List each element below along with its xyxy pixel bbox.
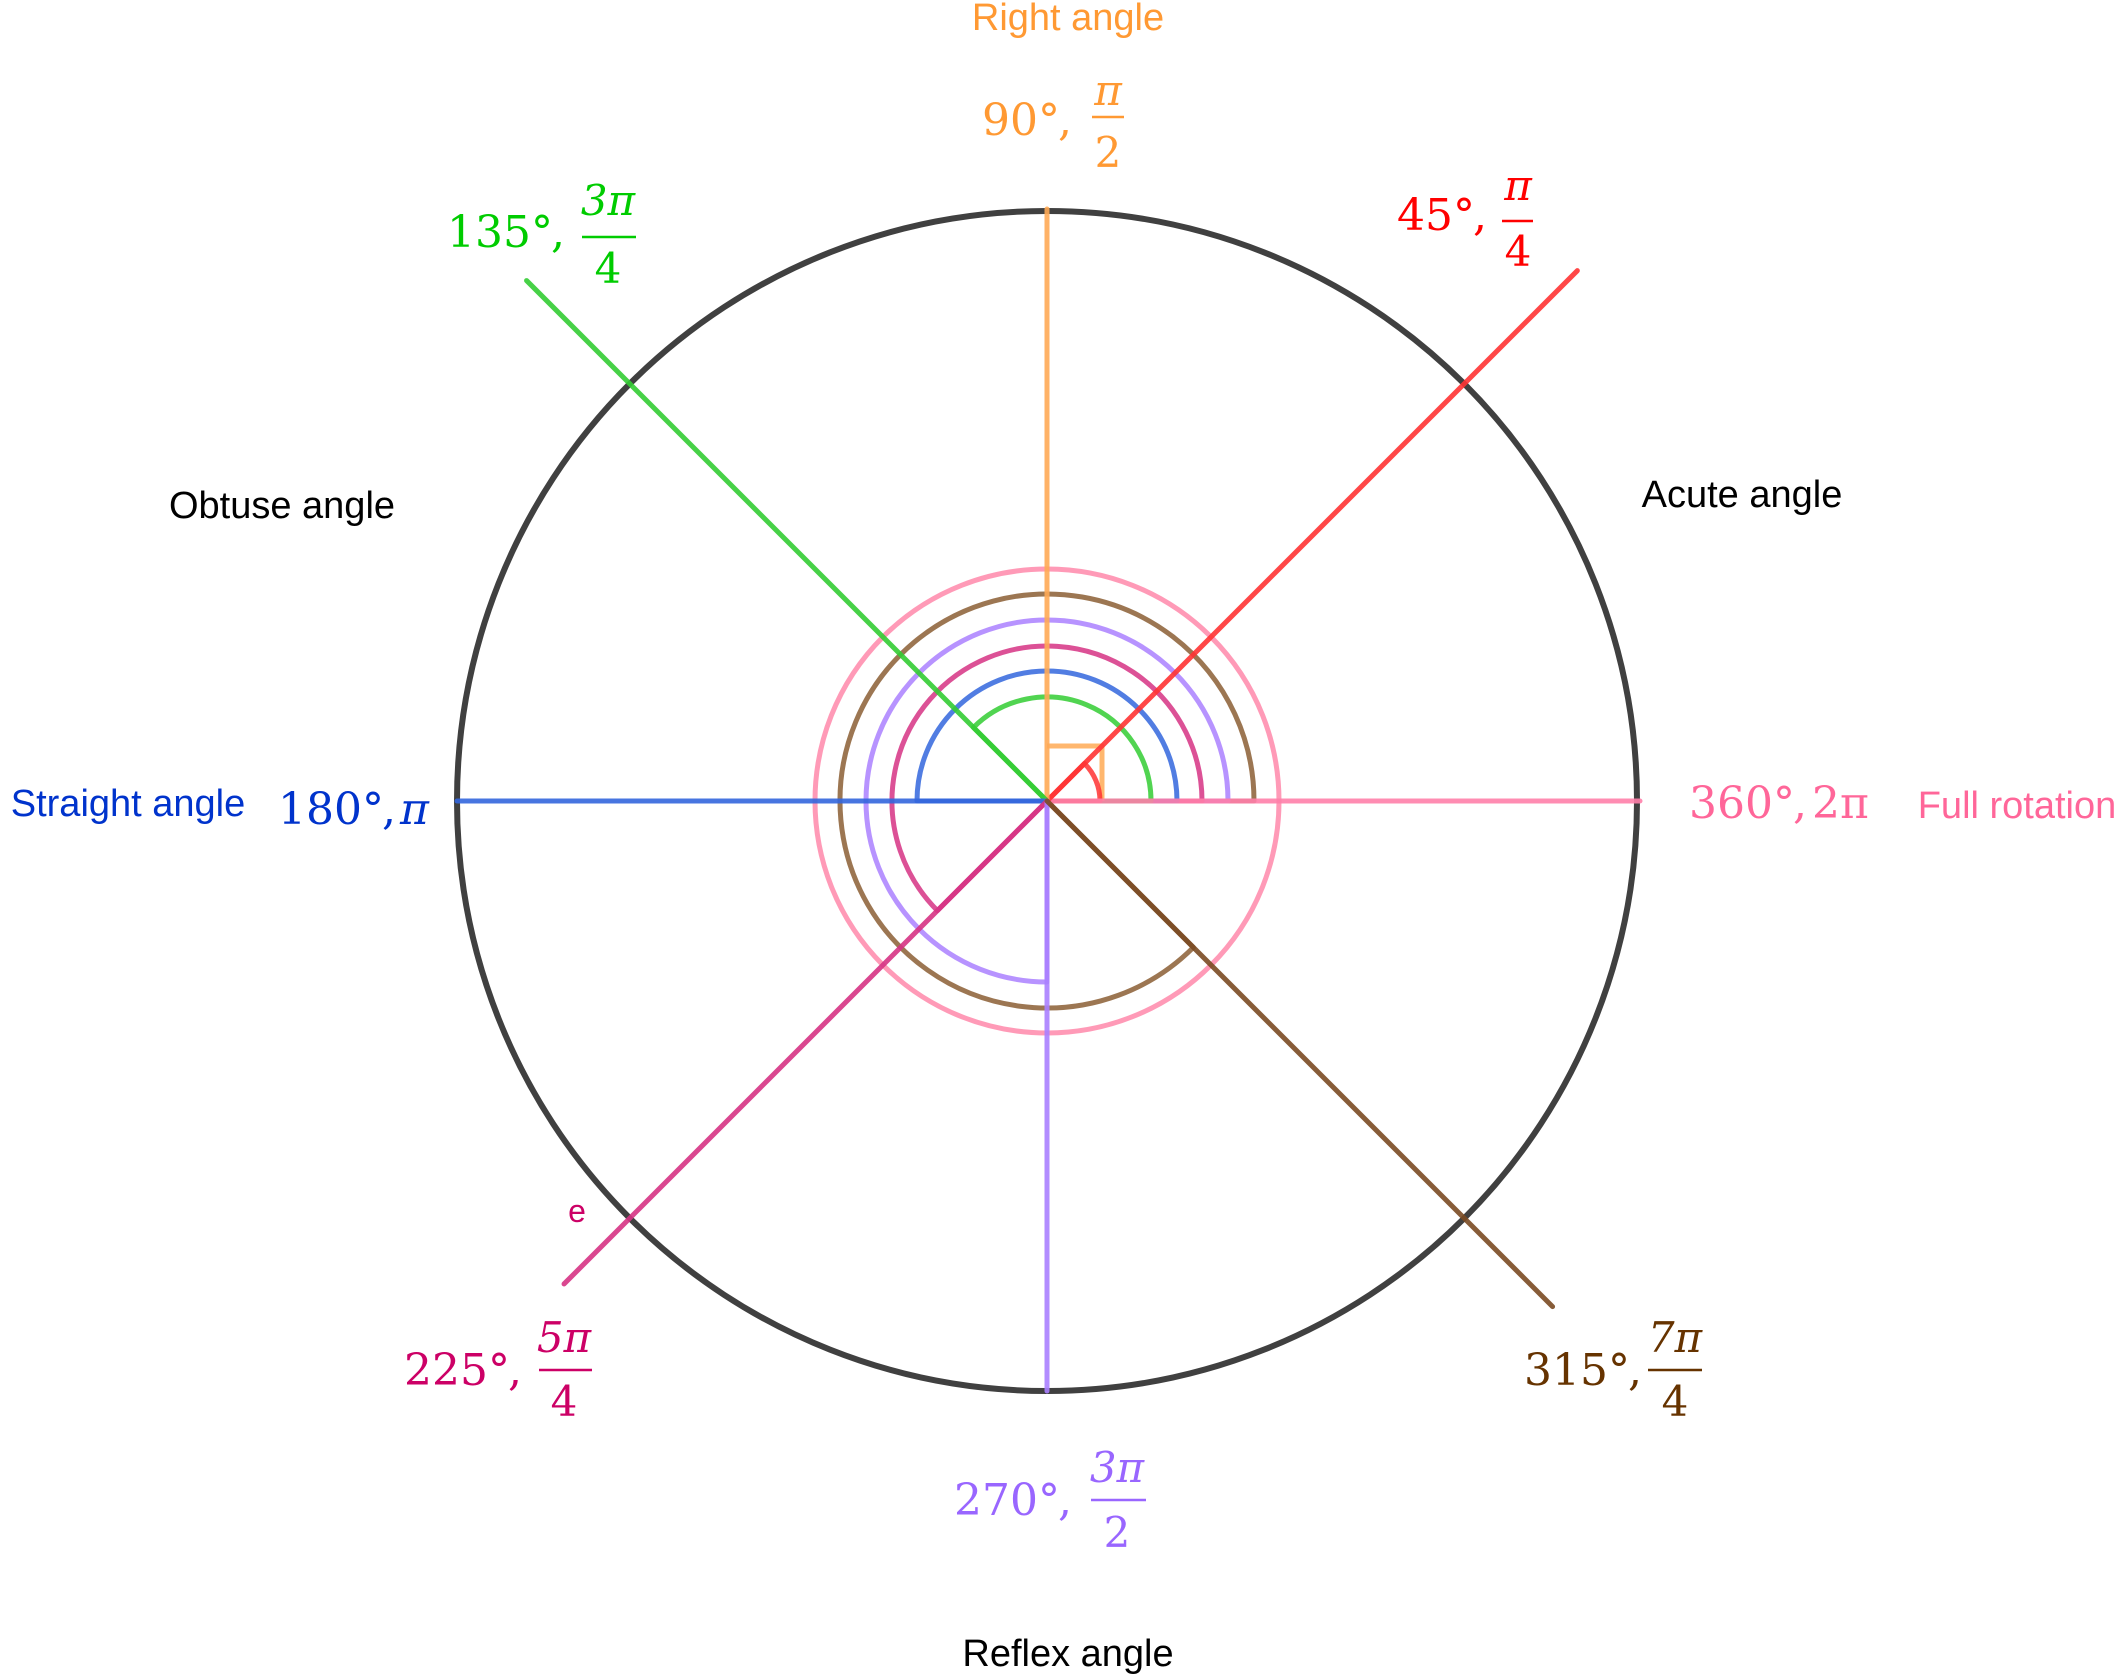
radian-numerator-225: 5π [537,1313,593,1362]
degree-label-135: 135° [447,207,553,258]
degree-label-45: 45° [1397,190,1475,241]
radian-denominator-225: 4 [551,1377,578,1426]
comma: , [1628,1345,1642,1396]
measure-label-180: 180° , π [278,784,430,835]
ray-45 [1044,268,1580,804]
radian-numerator-90: π [1093,66,1123,115]
degree-label-225: 225° [404,1345,510,1396]
radian-denominator-90: 2 [1095,128,1122,177]
comma: , [551,207,565,258]
radian-denominator-135: 4 [595,244,622,293]
radian-denominator-270: 2 [1104,1508,1131,1557]
label-right-angle: Right angle [972,0,1164,39]
radian-numerator-315: 7π [1648,1313,1704,1362]
measure-label-360: 360° , 2π [1689,778,1869,829]
comma: , [1058,1475,1072,1526]
comma: , [1058,95,1072,146]
angle-arc-135 [970,694,1154,804]
measure-label-315: 315° , 7π 4 [1524,1313,1704,1426]
rays-layer [454,206,1643,1394]
measure-label-45: 45° , π 4 [1397,161,1533,276]
label-reflex-angle: Reflex angle [962,1633,1173,1675]
label-acute-angle: Acute angle [1642,474,1843,516]
ray-135 [524,278,1050,804]
measure-label-90: 90° , π 2 [982,66,1124,177]
label-straight-angle: Straight angle [11,783,246,825]
label-obtuse-angle: Obtuse angle [169,485,395,527]
ray-315 [1044,798,1556,1310]
comma: , [1473,190,1487,241]
angle-arc-315 [837,591,1257,1011]
comma: , [508,1345,522,1396]
degree-label-270: 270° [954,1475,1060,1526]
degree-label-360: 360° [1689,778,1795,829]
measure-label-270: 270° , 3π 2 [954,1443,1146,1557]
degree-label-315: 315° [1524,1345,1630,1396]
label-full-rotation: Full rotation [1918,785,2117,827]
measure-label-225: 225° , 5π 4 [404,1313,593,1426]
angle-arc-225 [889,643,1205,914]
radian-numerator-45: π [1503,161,1533,210]
comma: , [382,784,396,835]
degree-label-180: 180° [278,784,384,835]
comma: , [1793,778,1807,829]
ray-225 [561,798,1050,1287]
radian-label-360: 2π [1812,778,1869,829]
radian-numerator-270: 3π [1090,1443,1146,1492]
stray-label-e: e [568,1193,586,1229]
degree-label-90: 90° [982,95,1060,146]
radian-denominator-45: 4 [1505,227,1532,276]
radian-numerator-135: 3π [581,176,637,225]
measure-label-135: 135° , 3π 4 [447,176,637,293]
radian-label-180: π [399,784,430,835]
radian-denominator-315: 4 [1662,1377,1689,1426]
